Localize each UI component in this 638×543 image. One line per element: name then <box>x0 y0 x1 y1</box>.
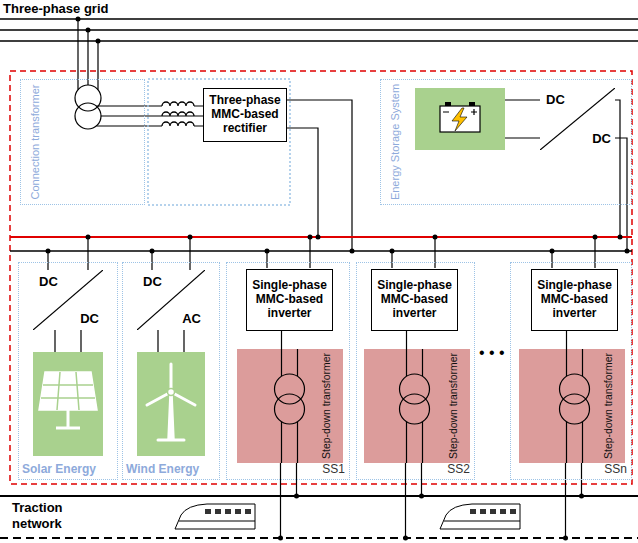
transformer-region: Step-down transformer <box>519 349 625 463</box>
ellipsis-mark: • • • <box>479 343 505 362</box>
train-icon <box>175 504 255 529</box>
group-label: Solar Energy <box>22 463 96 477</box>
inductor-symbol <box>162 102 194 126</box>
transformer-label: Step-down transformer <box>448 353 460 459</box>
transformer-winding <box>75 103 101 129</box>
box-label: Three-phase MMC-based rectifier <box>204 94 286 135</box>
solar-panel-area <box>33 352 103 456</box>
battery-panel <box>415 88 505 150</box>
substation-group: SSn Single-phase MMC-based inverterStep-d… <box>510 262 632 480</box>
inverter-box: Single-phase MMC-based inverter <box>371 269 458 331</box>
dc-wire <box>287 100 352 251</box>
turbine-tower <box>168 394 174 440</box>
group-label: Energy Storage System <box>389 84 402 200</box>
grid-line <box>0 19 638 41</box>
contact-line <box>0 495 638 497</box>
substation-group: SS2 Single-phase MMC-based inverterStep-d… <box>356 262 475 480</box>
box-label: DC <box>143 275 162 290</box>
solar-stand <box>56 410 80 428</box>
grid-title: Three-phase grid <box>3 1 108 17</box>
solar-panel <box>39 372 97 410</box>
group-label: Connection transformer <box>29 85 42 200</box>
substation-group: SS1 Single-phase MMC-based inverterStep-d… <box>226 262 350 480</box>
wind-group: Wind Energy DC AC <box>122 262 220 480</box>
turbine-hub <box>168 389 175 396</box>
transformer-group: Connection transformer <box>20 79 145 205</box>
network-label: Traction network <box>12 500 82 531</box>
transformer-region: Step-down transformer <box>237 349 343 463</box>
connector-wire <box>406 331 407 349</box>
negative-bus <box>10 250 632 252</box>
battery-terminal <box>469 102 475 106</box>
transformer-label: Step-down transformer <box>321 353 333 459</box>
feeder-wire <box>281 462 582 538</box>
rectifier-box: Three-phase MMC-based rectifier <box>203 88 287 142</box>
box-label: DC <box>39 275 58 290</box>
group-label: Wind Energy <box>126 463 199 477</box>
wind-turbine-area <box>137 352 205 456</box>
box-label: Single-phase MMC-based inverter <box>532 279 617 320</box>
dc-wire <box>505 100 627 251</box>
connector-wire <box>145 115 203 116</box>
storage-group: Energy Storage System DC DC <box>380 79 632 205</box>
box-label: Single-phase MMC-based inverter <box>247 279 332 320</box>
battery-symbol <box>440 106 480 132</box>
system-border <box>10 71 632 484</box>
connector-wire <box>281 331 282 349</box>
converter-box: DC DC <box>34 271 104 331</box>
transformer-region: Step-down transformer <box>364 349 470 463</box>
box-label: DC <box>80 312 99 327</box>
transformer-label: Step-down transformer <box>603 353 615 459</box>
group-label: SS2 <box>447 463 470 477</box>
box-label: Single-phase MMC-based inverter <box>372 279 457 320</box>
box-label: DC <box>592 132 611 147</box>
junction-dots <box>46 17 630 541</box>
rail-line <box>0 537 638 539</box>
box-label: AC <box>182 312 201 327</box>
turbine-blade <box>147 364 195 440</box>
converter-box: DC DC <box>541 89 616 151</box>
train-icon <box>440 504 520 529</box>
lightning-symbol <box>452 108 467 131</box>
inverter-box: Single-phase MMC-based inverter <box>246 269 333 331</box>
inverter-box: Single-phase MMC-based inverter <box>531 269 618 331</box>
group-label: SS1 <box>322 463 345 477</box>
battery-terminal <box>445 102 451 106</box>
box-label: DC <box>546 93 565 108</box>
rectifier-group <box>148 79 290 205</box>
group-label: SSn <box>604 463 627 477</box>
bus-tap <box>48 237 595 352</box>
connector-wire <box>566 331 567 349</box>
converter-box: DC AC <box>138 271 206 331</box>
solar-group: Solar Energy DC DC <box>18 262 118 480</box>
positive-bus <box>10 236 632 238</box>
solar-cell-grid <box>41 372 95 410</box>
